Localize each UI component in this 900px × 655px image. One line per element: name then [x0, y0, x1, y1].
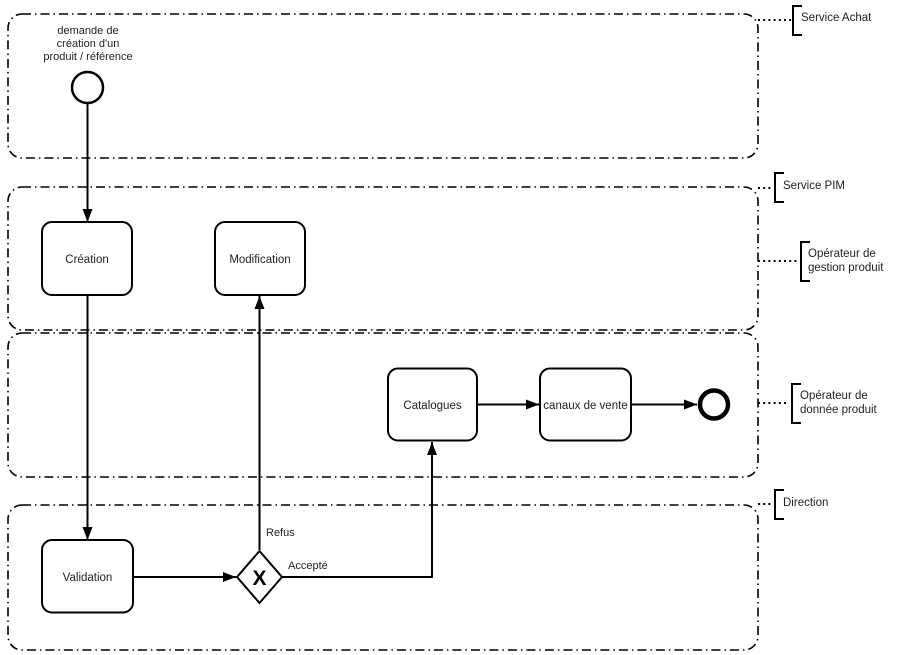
start-event-label-line1: demande de — [57, 25, 118, 37]
operateur-gestion-bracket-icon — [800, 241, 810, 282]
task-validation[interactable] — [41, 539, 134, 614]
accepte-edge-label: Accepté — [288, 560, 328, 572]
service-pim-bracket-icon — [774, 172, 784, 203]
task-creation[interactable] — [41, 221, 133, 296]
start-event-label-line3: produit / référence — [43, 51, 132, 63]
direction-label: Direction — [783, 497, 828, 509]
service-achat-label: Service Achat — [801, 12, 872, 24]
refus-edge-label: Refus — [266, 527, 295, 539]
flow-gateway-accepte-to-catalogues[interactable] — [282, 442, 437, 578]
service-pim-label: Service PIM — [783, 180, 845, 192]
lane-service-achat[interactable] — [7, 13, 759, 159]
task-canaux-de-vente[interactable] — [539, 367, 632, 442]
task-creation-label: Création — [65, 254, 108, 266]
operateur-gestion-label-line2: gestion produit — [808, 262, 884, 274]
exclusive-gateway-x-icon: X — [252, 567, 266, 590]
operateur-donnee-label-line2: donnée produit — [800, 404, 878, 416]
operateur-donnee-label-line1: Opérateur de — [800, 390, 868, 402]
start-event-label-line2: création d'un — [57, 38, 120, 50]
task-catalogues[interactable] — [387, 367, 478, 442]
exclusive-gateway[interactable] — [235, 549, 284, 605]
task-modification[interactable] — [214, 221, 306, 296]
service-achat-bracket-icon — [792, 5, 802, 36]
lane-operateur-donnee-produit[interactable] — [7, 332, 759, 478]
task-catalogues-label: Catalogues — [403, 400, 461, 412]
end-event[interactable] — [697, 388, 731, 421]
lane-operateur-gestion-produit[interactable] — [7, 186, 759, 331]
operateur-gestion-label-line1: Opérateur de — [808, 248, 876, 260]
task-validation-label: Validation — [63, 572, 113, 584]
direction-bracket-icon — [774, 489, 784, 520]
operateur-donnee-bracket-icon — [791, 383, 801, 424]
lane-direction[interactable] — [7, 504, 759, 651]
task-modification-label: Modification — [229, 254, 290, 266]
task-canaux-de-vente-label: canaux de vente — [543, 400, 627, 412]
start-event[interactable] — [70, 70, 105, 105]
